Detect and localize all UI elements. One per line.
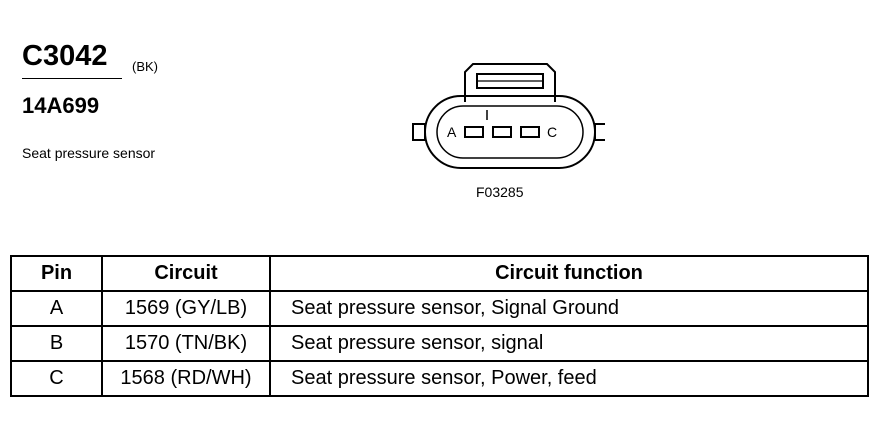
circuit-cell: 1569 (GY/LB) — [101, 290, 271, 327]
pin-cavity — [492, 126, 512, 138]
connector-ear-left — [412, 123, 426, 141]
part-number: 14A699 — [22, 93, 100, 118]
pin-cavity — [464, 126, 484, 138]
pin-cell: B — [10, 325, 103, 362]
pin-label-a: A — [447, 124, 457, 140]
column-header-pin: Pin — [10, 255, 103, 292]
connector-diagram: A C — [412, 63, 605, 169]
function-cell: Seat pressure sensor, signal — [269, 325, 869, 362]
pin-label-c: C — [547, 124, 557, 140]
function-cell: Seat pressure sensor, Signal Ground — [269, 290, 869, 327]
connector-id-underline — [22, 78, 122, 79]
pinout-table: Pin Circuit Circuit function A 1569 (GY/… — [10, 255, 869, 397]
figure-reference: F03285 — [476, 184, 524, 200]
connector-body-inner — [436, 105, 584, 159]
column-header-circuit: Circuit — [101, 255, 271, 292]
connector-ear-right — [594, 123, 605, 141]
table-row: A 1569 (GY/LB) Seat pressure sensor, Sig… — [10, 290, 869, 327]
column-header-function: Circuit function — [269, 255, 869, 292]
pin-cell: C — [10, 360, 103, 397]
table-header-row: Pin Circuit Circuit function — [10, 255, 869, 292]
pin-cavity — [520, 126, 540, 138]
circuit-cell: 1570 (TN/BK) — [101, 325, 271, 362]
connector-latch — [464, 63, 556, 102]
table-row: C 1568 (RD/WH) Seat pressure sensor, Pow… — [10, 360, 869, 397]
color-code: (BK) — [132, 59, 158, 74]
function-cell: Seat pressure sensor, Power, feed — [269, 360, 869, 397]
circuit-cell: 1568 (RD/WH) — [101, 360, 271, 397]
connector-id: C3042 — [22, 40, 108, 72]
table-row: B 1570 (TN/BK) Seat pressure sensor, sig… — [10, 325, 869, 362]
component-description: Seat pressure sensor — [22, 145, 156, 161]
pin-cell: A — [10, 290, 103, 327]
